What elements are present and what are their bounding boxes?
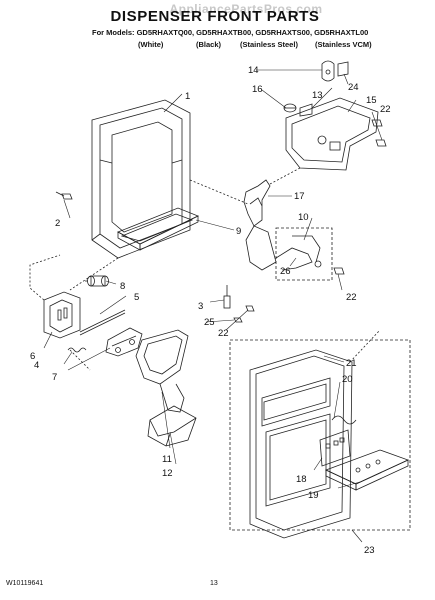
callout-24: 24 bbox=[348, 82, 359, 93]
small-parts-top-right bbox=[283, 60, 349, 117]
watermark: AppliancePartsPros.com bbox=[169, 2, 323, 16]
housing-bracket-15 bbox=[285, 97, 383, 171]
callout-2: 2 bbox=[55, 218, 60, 229]
drip-tray bbox=[117, 207, 199, 251]
callout-labels: 1 2 3 4 5 6 7 8 9 10 11 12 13 14 15 16 1… bbox=[30, 65, 391, 556]
callout-22-top: 22 bbox=[380, 104, 391, 115]
subassembly-box-10 bbox=[275, 227, 333, 281]
callout-16: 16 bbox=[252, 84, 263, 95]
callout-14: 14 bbox=[248, 65, 259, 76]
pins-4-5 bbox=[67, 309, 126, 353]
callout-22-middle: 22 bbox=[346, 292, 357, 303]
color-variant-stainless: (Stainless Steel) bbox=[240, 40, 298, 49]
leader-lines bbox=[43, 69, 383, 543]
solenoid-8 bbox=[85, 275, 109, 287]
color-variant-stainless-vcm: (Stainless VCM) bbox=[315, 40, 372, 49]
callout-5: 5 bbox=[134, 292, 139, 303]
callout-3: 3 bbox=[198, 301, 203, 312]
control-board-18 bbox=[319, 415, 357, 467]
bracket-6 bbox=[29, 254, 81, 339]
callout-12: 12 bbox=[162, 468, 173, 479]
callout-18: 18 bbox=[296, 474, 307, 485]
actuator-7 bbox=[105, 327, 143, 357]
callout-23: 23 bbox=[364, 545, 375, 556]
faceplate-19 bbox=[324, 449, 410, 491]
lever-arm-17 bbox=[243, 179, 277, 271]
color-variant-black: (Black) bbox=[196, 40, 222, 49]
callout-1: 1 bbox=[185, 91, 190, 102]
models-line: For Models: GD5RHAXTQ00, GD5RHAXTB00, GD… bbox=[92, 28, 369, 37]
dispenser-housing bbox=[91, 99, 191, 259]
callout-20: 20 bbox=[342, 374, 353, 385]
callout-11: 11 bbox=[162, 454, 172, 465]
callout-9: 9 bbox=[236, 226, 241, 237]
page-title: DISPENSER FRONT PARTS bbox=[110, 8, 320, 25]
callout-21: 21 bbox=[346, 358, 357, 369]
callout-8: 8 bbox=[120, 281, 125, 292]
callout-13: 13 bbox=[312, 90, 323, 101]
callout-26: 26 bbox=[280, 266, 291, 277]
small-parts-3-25 bbox=[223, 285, 255, 323]
ice-paddle-assembly bbox=[135, 329, 197, 447]
screw-22-top bbox=[375, 139, 387, 147]
callout-17: 17 bbox=[294, 191, 305, 202]
callout-25: 25 bbox=[204, 317, 215, 328]
callout-6: 6 bbox=[30, 351, 35, 362]
callout-4: 4 bbox=[34, 360, 39, 371]
front-panel-21 bbox=[249, 349, 353, 539]
color-variant-white: (White) bbox=[138, 40, 164, 49]
document-number: W10119641 bbox=[6, 580, 44, 587]
callout-15: 15 bbox=[366, 95, 377, 106]
callout-22-lower: 22 bbox=[218, 328, 229, 339]
subassembly-box-23 bbox=[229, 339, 411, 531]
callout-10: 10 bbox=[298, 212, 309, 223]
screw-2 bbox=[55, 191, 73, 200]
water-paddle-10 bbox=[275, 235, 322, 271]
callout-7: 7 bbox=[52, 372, 57, 383]
screw-22-middle bbox=[333, 267, 345, 275]
page-number: 13 bbox=[210, 580, 218, 587]
connection-lines bbox=[69, 167, 381, 371]
callout-19: 19 bbox=[308, 490, 319, 501]
